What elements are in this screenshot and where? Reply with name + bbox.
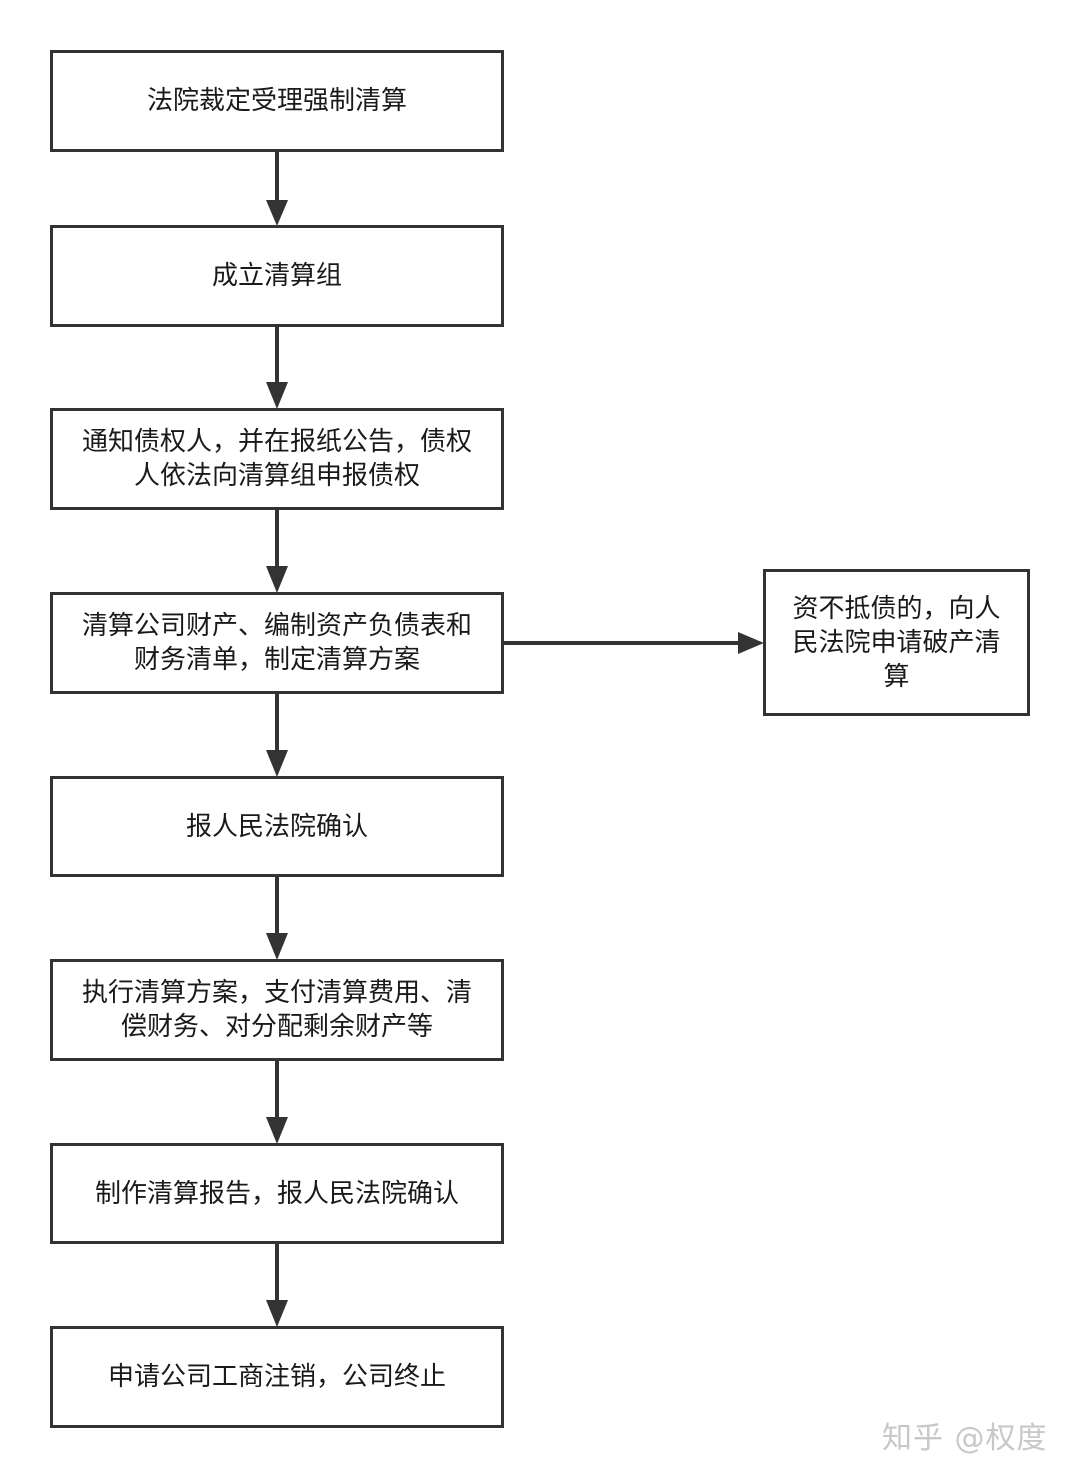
step-box-make-report: 制作清算报告，报人民法院确认 [50, 1143, 504, 1244]
branch-box-bankruptcy: 资不抵债的，向人民法院申请破产清算 [763, 569, 1030, 716]
step-box-form-liquidation-group: 成立清算组 [50, 225, 504, 327]
arrow-4-to-branch [503, 632, 764, 654]
step-box-deregister: 申请公司工商注销，公司终止 [50, 1326, 504, 1428]
step-label-2: 成立清算组 [211, 261, 342, 291]
arrow-5-to-6 [266, 876, 288, 960]
watermark-text: 知乎 @权度 [882, 1421, 1048, 1456]
arrow-3-to-4 [266, 509, 288, 593]
branch-label: 资不抵债的，向人民法院申请破产清算 [792, 593, 1001, 692]
step-label-5: 报人民法院确认 [185, 811, 368, 842]
step-label-4: 清算公司财产、编制资产负债表和财务清单，制定清算方案 [81, 611, 472, 675]
step-label-6: 执行清算方案，支付清算费用、清偿财务、对分配剩余财产等 [81, 978, 472, 1042]
arrow-2-to-3 [266, 326, 288, 409]
arrow-7-to-8 [266, 1243, 288, 1327]
arrow-4-to-5 [266, 693, 288, 777]
step-label-1: 法院裁定受理强制清算 [146, 86, 407, 116]
step-box-court-accepts: 法院裁定受理强制清算 [50, 50, 504, 152]
step-label-3: 通知债权人，并在报纸公告，债权人依法向清算组申报债权 [81, 427, 472, 491]
step-box-notify-creditors: 通知债权人，并在报纸公告，债权人依法向清算组申报债权 [50, 408, 504, 510]
arrow-1-to-2 [266, 151, 288, 226]
step-box-execute-plan: 执行清算方案，支付清算费用、清偿财务、对分配剩余财产等 [50, 959, 504, 1061]
step-label-8: 申请公司工商注销，公司终止 [107, 1362, 446, 1392]
step-label-7: 制作清算报告，报人民法院确认 [94, 1178, 459, 1209]
step-box-court-confirm: 报人民法院确认 [50, 776, 504, 877]
step-box-liquidate-assets: 清算公司财产、编制资产负债表和财务清单，制定清算方案 [50, 592, 504, 694]
arrow-6-to-7 [266, 1060, 288, 1144]
